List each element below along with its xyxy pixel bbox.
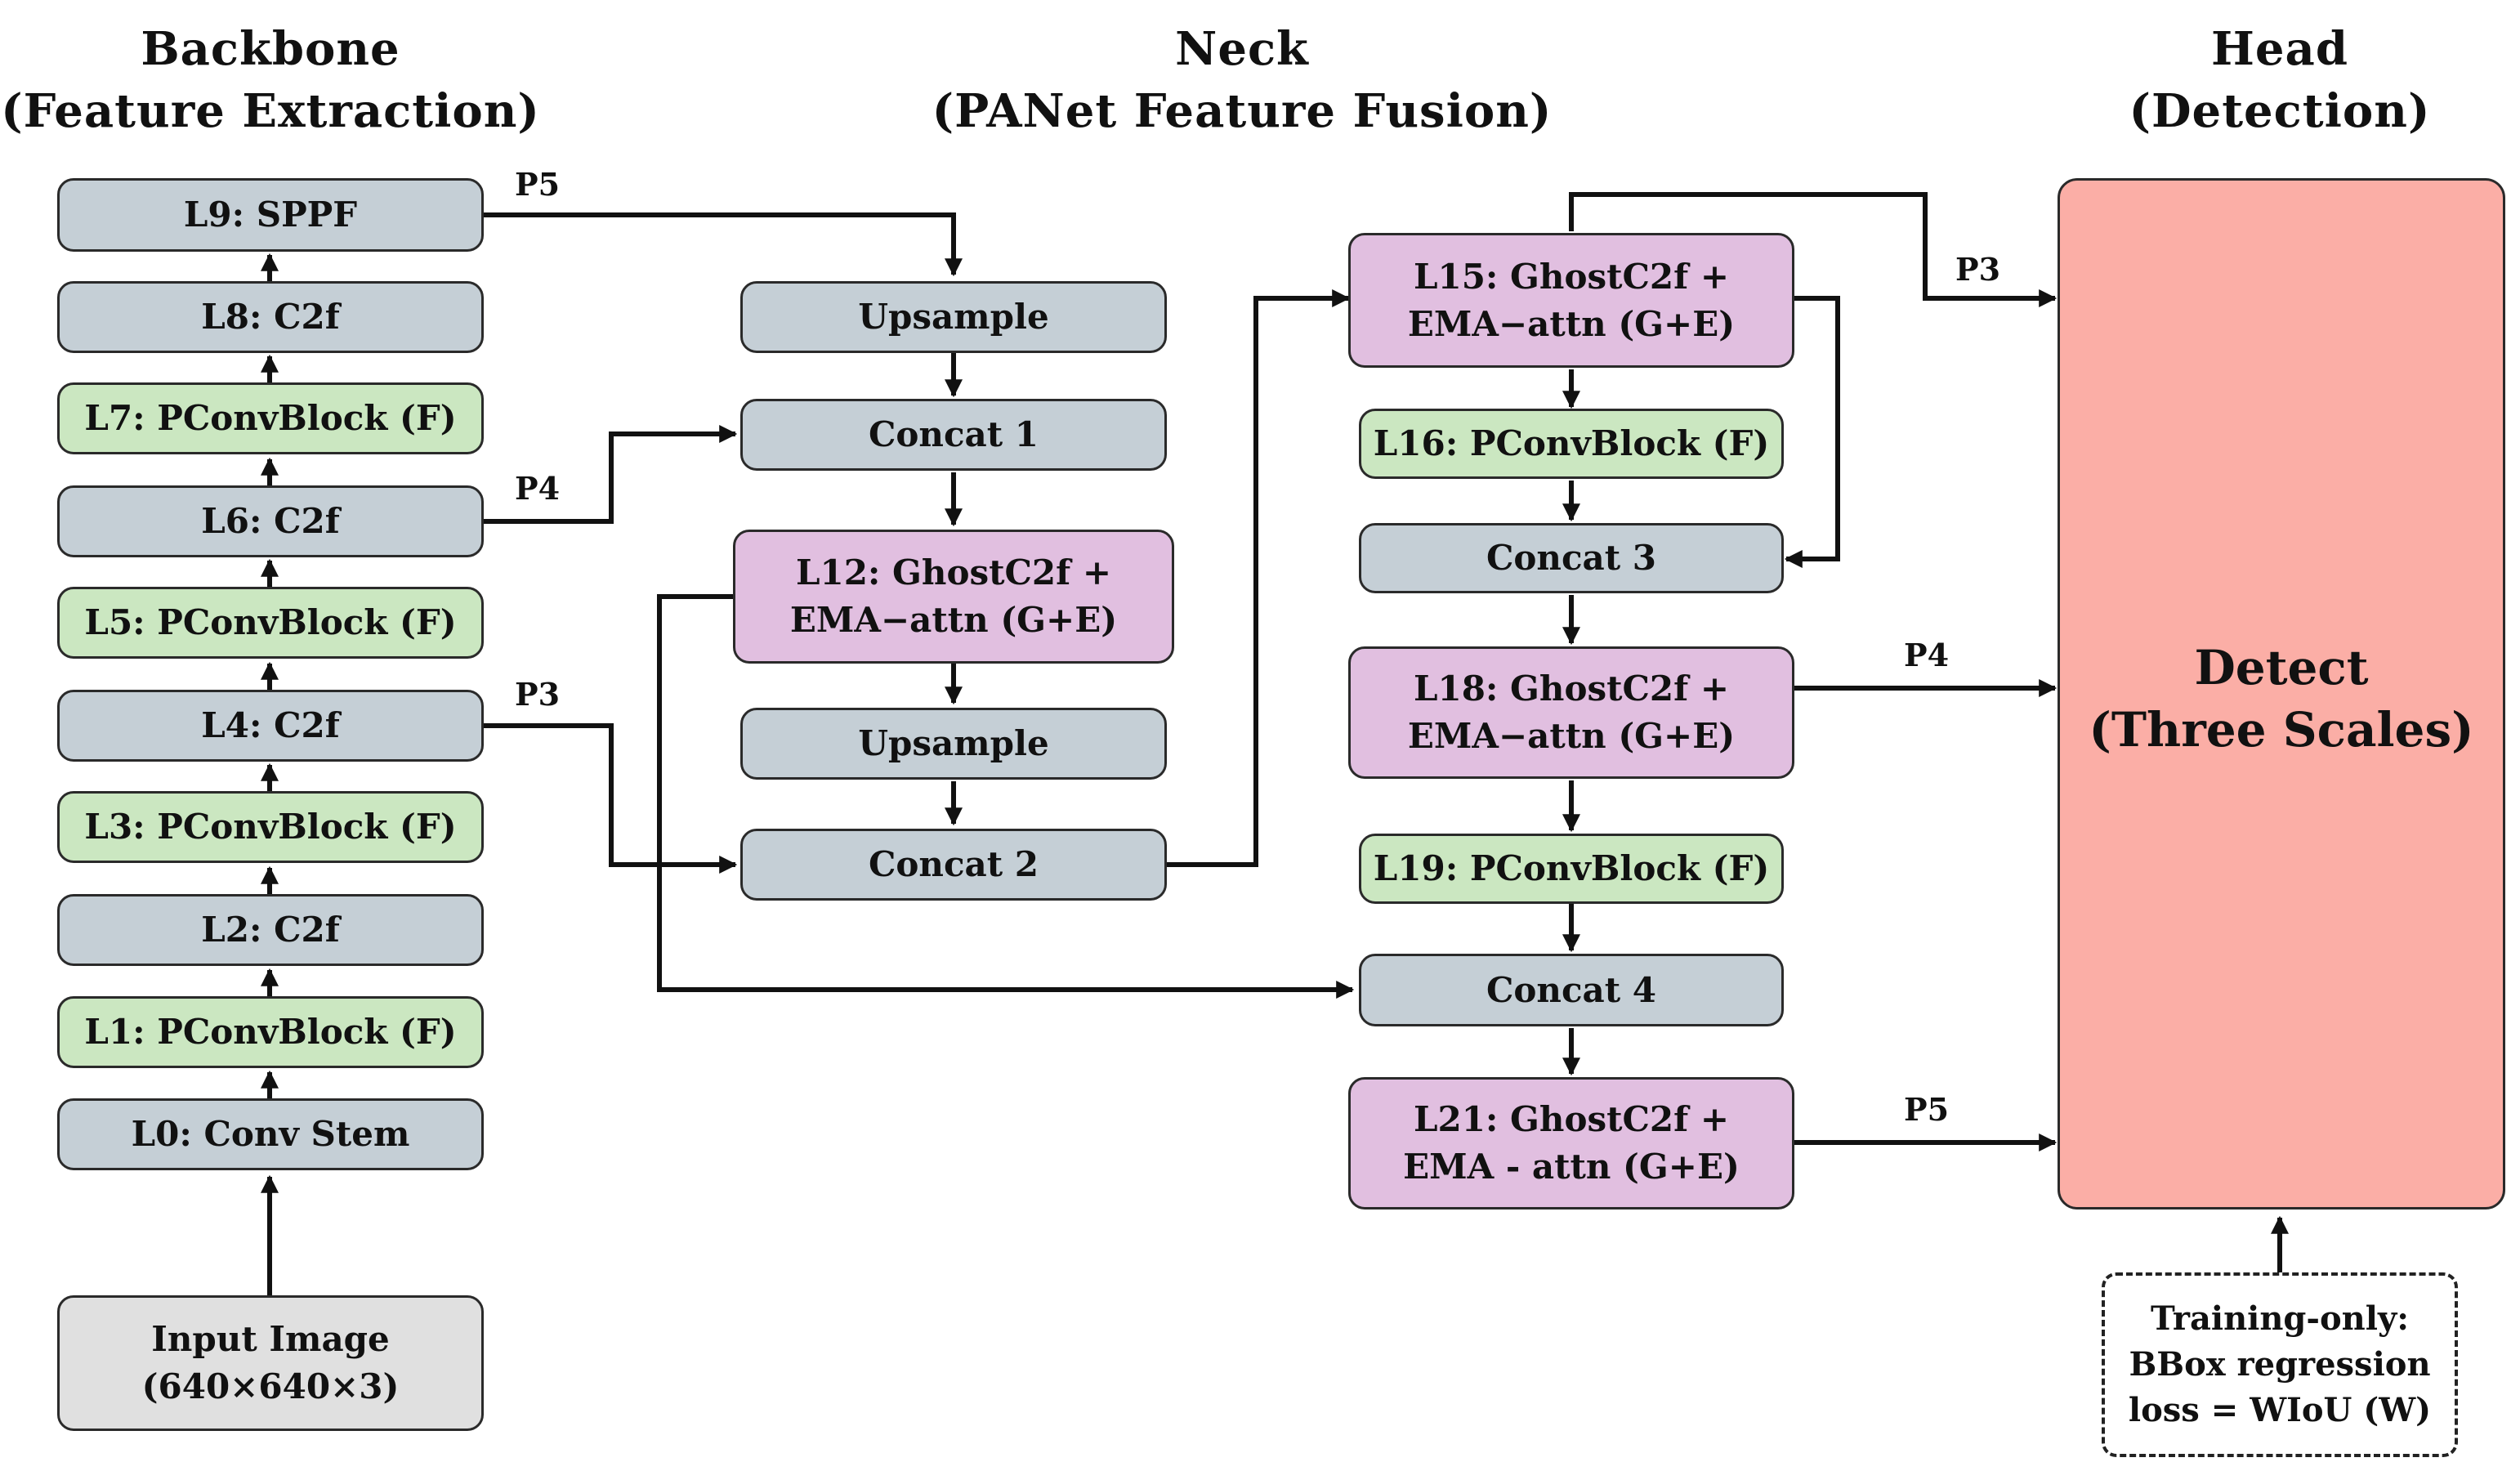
block-input-image: Input Image (640×640×3) [57,1295,484,1431]
block-l7-pconvblock: L7: PConvBlock (F) [57,382,484,454]
block-l18-ghostc2f-ema: L18: GhostC2f + EMA−attn (G+E) [1348,646,1794,779]
block-l3-pconvblock: L3: PConvBlock (F) [57,791,484,863]
input-image-size: (640×640×3) [141,1366,400,1406]
block-l4-c2f: L4: C2f [57,690,484,762]
block-l15-ghostc2f-ema: L15: GhostC2f + EMA−attn (G+E) [1348,233,1794,368]
block-upsample-2: Upsample [740,708,1167,780]
block-l2-c2f: L2: C2f [57,894,484,966]
block-concat-4: Concat 4 [1359,954,1784,1026]
edge-l12-concat4 [657,594,1355,999]
edge-p3-concat2 [482,723,738,874]
l12-line2: EMA−attn (G+E) [789,600,1118,640]
neck-header: Neck (PANet Feature Fusion) [874,18,1610,142]
block-detect-three-scales: Detect (Three Scales) [2058,178,2505,1209]
l12-line1: L12: GhostC2f + [795,552,1112,592]
edge-label-backbone-p5: P5 [515,166,561,203]
detect-subtitle: (Three Scales) [2089,702,2474,758]
block-l9-sppf: L9: SPPF [57,178,484,252]
edge-label-backbone-p3: P3 [515,676,561,713]
neck-header-title: Neck [1175,22,1309,76]
l21-line1: L21: GhostC2f + [1413,1099,1730,1139]
edge-label-backbone-p4: P4 [515,470,561,507]
backbone-header-title: Backbone [141,22,400,76]
block-l12-ghostc2f-ema: L12: GhostC2f + EMA−attn (G+E) [733,530,1174,664]
block-l1-pconvblock: L1: PConvBlock (F) [57,996,484,1068]
edge-concat2-l15 [1166,289,1351,867]
l18-line1: L18: GhostC2f + [1413,668,1730,709]
backbone-header: Backbone (Feature Extraction) [0,18,541,142]
l21-line2: EMA - attn (G+E) [1403,1147,1740,1187]
edge-l15-concat3 [1784,296,1840,568]
input-image-title: Input Image [151,1319,390,1359]
edge-p5-upsample [482,212,963,277]
edge-p4-concat1 [482,425,738,524]
block-concat-2: Concat 2 [740,829,1167,901]
detect-title: Detect [2194,640,2369,695]
training-note-line1: Training-only: [2151,1299,2409,1338]
head-header-subtitle: (Detection) [2129,84,2431,138]
edge-l15-detect-p3 [1569,192,2058,307]
block-l5-pconvblock: L5: PConvBlock (F) [57,587,484,659]
training-only-loss-note: Training-only: BBox regression loss = WI… [2102,1272,2458,1457]
block-l0-conv-stem: L0: Conv Stem [57,1098,484,1170]
l18-line2: EMA−attn (G+E) [1407,716,1736,756]
l15-line2: EMA−attn (G+E) [1407,303,1736,344]
block-l8-c2f: L8: C2f [57,281,484,353]
backbone-header-subtitle: (Feature Extraction) [1,84,540,138]
training-note-line2: BBox regression [2129,1345,2431,1384]
edge-label-head-p5: P5 [1904,1091,1950,1128]
block-l16-pconvblock: L16: PConvBlock (F) [1359,409,1784,479]
block-l6-c2f: L6: C2f [57,485,484,557]
block-l19-pconvblock: L19: PConvBlock (F) [1359,834,1784,904]
head-header-title: Head [2211,22,2348,76]
edge-label-head-p4: P4 [1904,637,1950,673]
block-concat-1: Concat 1 [740,399,1167,471]
head-header: Head (Detection) [2092,18,2468,142]
neck-header-subtitle: (PANet Feature Fusion) [932,84,1553,138]
block-l21-ghostc2f-ema: L21: GhostC2f + EMA - attn (G+E) [1348,1077,1794,1209]
training-note-line3: loss = WIoU (W) [2128,1391,2432,1429]
block-upsample-1: Upsample [740,281,1167,353]
block-concat-3: Concat 3 [1359,523,1784,593]
edge-label-head-p3: P3 [1955,251,2001,288]
l15-line1: L15: GhostC2f + [1413,256,1730,297]
